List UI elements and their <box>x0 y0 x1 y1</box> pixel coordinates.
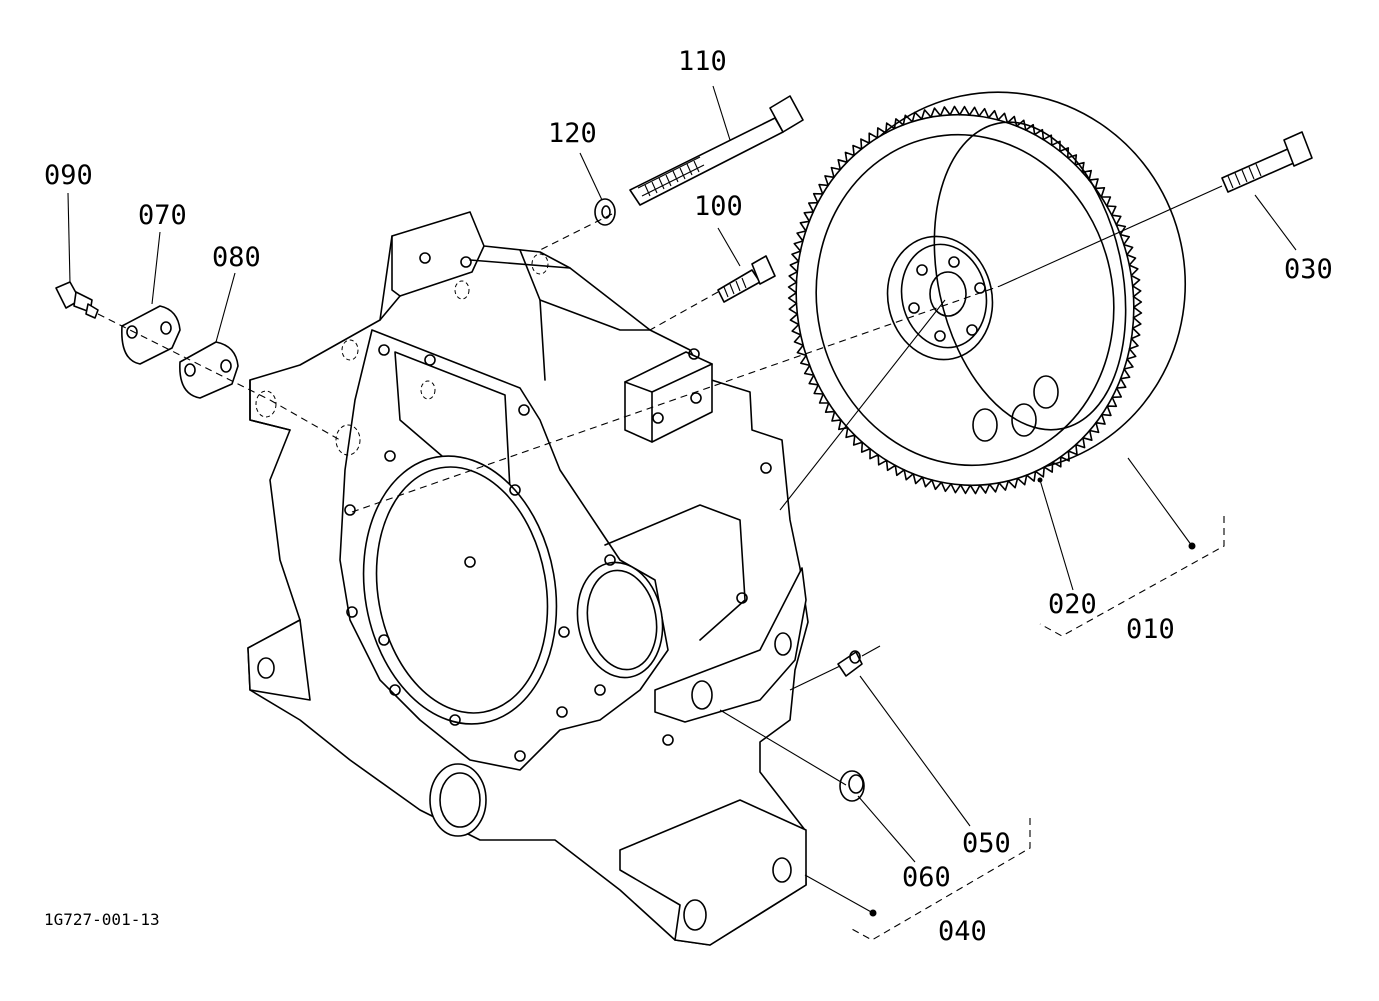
flywheel-assembly <box>787 91 1187 495</box>
flywheel-housing <box>247 211 809 946</box>
callout-labels: 110 120 100 090 070 080 030 020 010 050 … <box>44 46 1333 947</box>
bolt-110 <box>629 95 804 206</box>
callout-leaders <box>67 85 1297 917</box>
bolt-100 <box>717 255 776 303</box>
callout-090: 090 <box>44 160 93 191</box>
pin-050 <box>837 650 863 677</box>
assembly-lines <box>97 185 1223 786</box>
drawing-code: 1G727-001-13 <box>44 910 160 929</box>
plug-060 <box>839 770 865 802</box>
plate-070 <box>121 305 181 365</box>
callout-020: 020 <box>1048 589 1097 620</box>
callout-040: 040 <box>938 916 987 947</box>
plug-090 <box>55 281 99 319</box>
callout-060: 060 <box>902 862 951 893</box>
callout-070: 070 <box>138 200 187 231</box>
assembly-brackets <box>849 516 1225 941</box>
callout-080: 080 <box>212 242 261 273</box>
callout-050: 050 <box>962 828 1011 859</box>
bolt-030 <box>1221 131 1313 193</box>
washer-120 <box>594 198 616 226</box>
callout-010: 010 <box>1126 614 1175 645</box>
flange-bolt-holes <box>344 252 772 762</box>
callout-100: 100 <box>694 191 743 222</box>
callout-110: 110 <box>678 46 727 77</box>
callout-030: 030 <box>1284 254 1333 285</box>
ring-gear-teeth <box>787 105 1143 495</box>
gear-tooth-profile <box>787 105 1143 495</box>
callout-120: 120 <box>548 118 597 149</box>
